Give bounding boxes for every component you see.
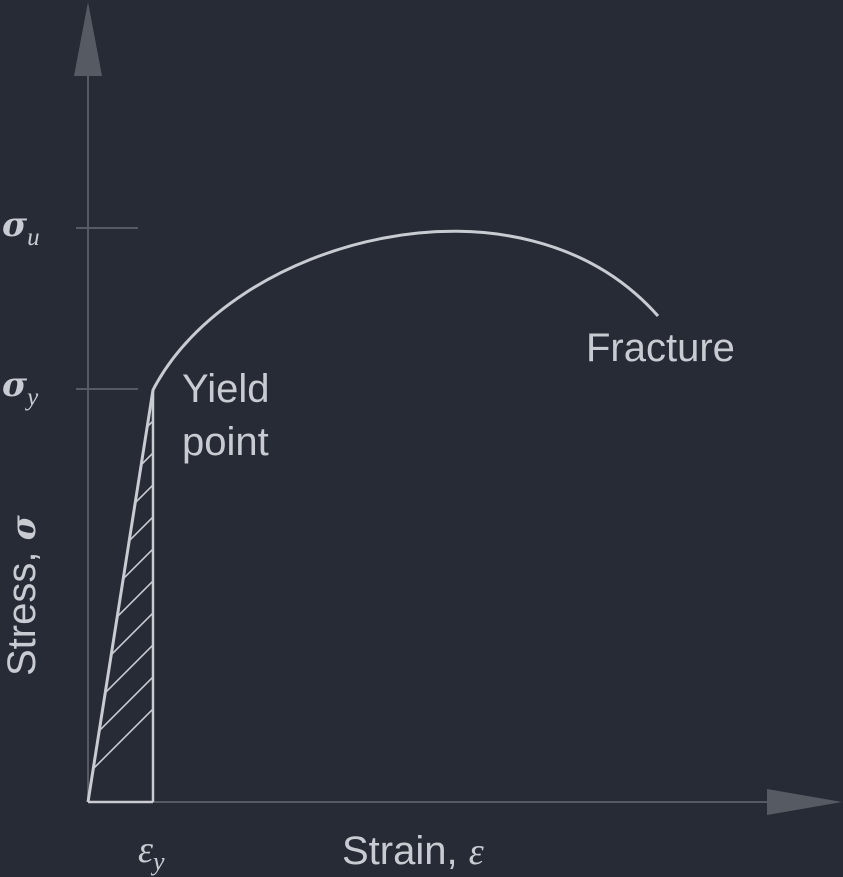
- y-axis-arrow: [74, 2, 102, 76]
- x-axis-arrow: [767, 789, 842, 815]
- yield-point-label: Yield point: [182, 367, 281, 464]
- fracture-label: Fracture: [586, 326, 735, 370]
- sigma-u-label: σu: [2, 205, 40, 251]
- y-axis-title: Stress, σ: [0, 514, 44, 676]
- x-axis-title: Strain, ε: [342, 829, 484, 873]
- stress-strain-curve: [86, 229, 660, 803]
- epsilon-y-label: εy: [138, 829, 165, 876]
- sigma-y-label: σy: [2, 365, 39, 411]
